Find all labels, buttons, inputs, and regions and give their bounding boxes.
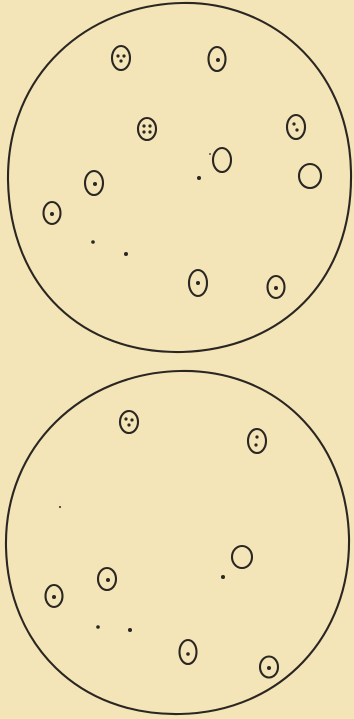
top-dot-2 [91,240,95,244]
bottom-dot-3 [96,625,100,629]
bottom-dot-1 [59,506,61,508]
top-dot-1 [197,176,201,180]
top-dot-3 [124,252,128,256]
top-dot-4 [209,153,211,155]
bottom-dot-4 [128,628,132,632]
bottom-dot-2 [221,575,225,579]
